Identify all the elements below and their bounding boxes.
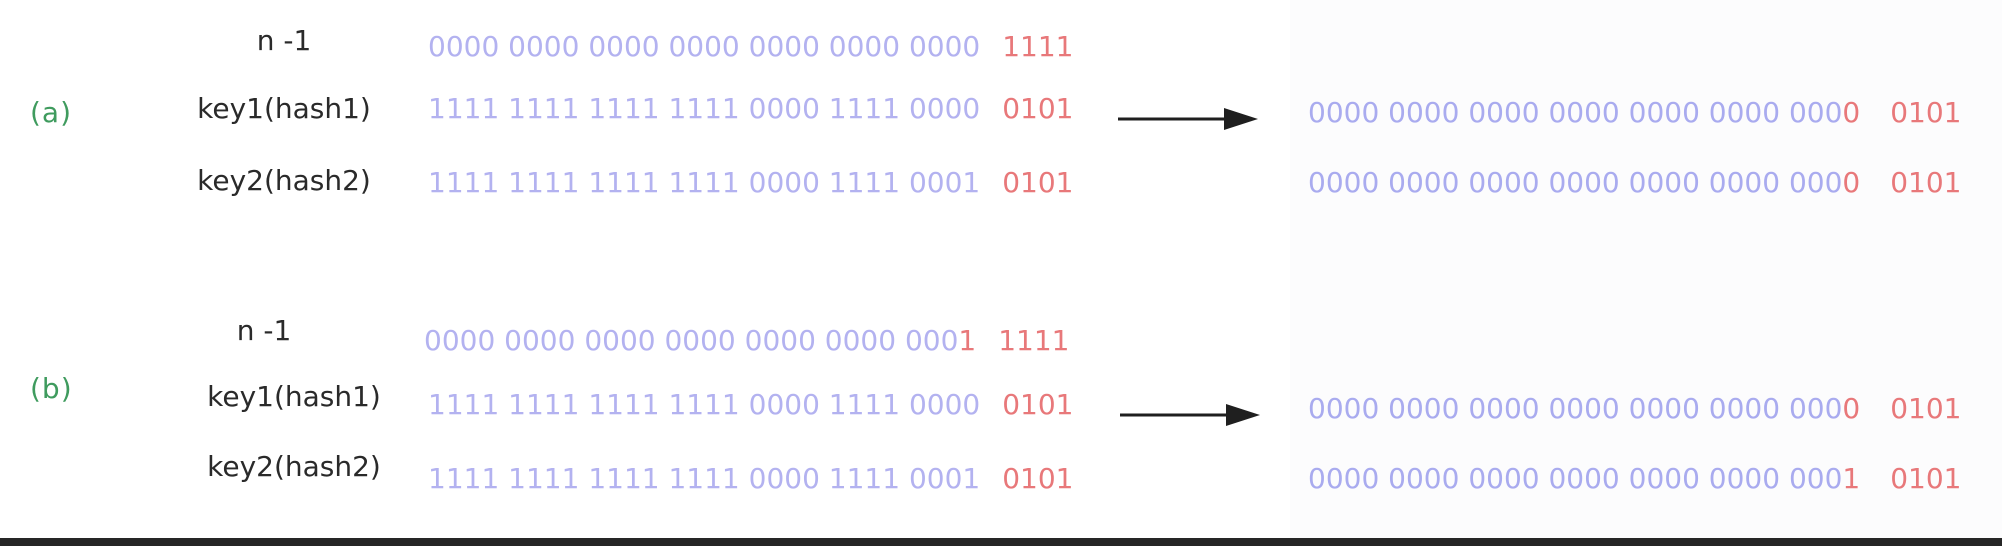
panel-b-label-mask: n -1 — [236, 314, 292, 347]
panel-b-tag: (b) — [30, 372, 73, 405]
key1-high-bits: 1111 1111 1111 1111 0000 1111 0000 — [428, 92, 981, 125]
mask-high-bits: 0000 0000 0000 0000 0000 0000 000 — [424, 324, 959, 357]
panel-a-key1-bits: 1111 1111 1111 1111 0000 1111 0000 0101 — [428, 92, 1073, 125]
result1-flag-bit: 0 — [1842, 392, 1861, 425]
panel-b-result2-bits: 0000 0000 0000 0000 0000 0000 0001 0101 — [1308, 462, 1962, 495]
mask-high-bits: 0000 0000 0000 0000 0000 0000 0000 — [428, 30, 981, 63]
mask-accent-bit: 1 — [958, 324, 977, 357]
key1-high-bits: 1111 1111 1111 1111 0000 1111 0000 — [428, 388, 981, 421]
panel-b-key2-bits: 1111 1111 1111 1111 0000 1111 0001 0101 — [428, 462, 1073, 495]
result-panel-background — [1290, 0, 2002, 538]
panel-a-mask-bits: 0000 0000 0000 0000 0000 0000 0000 1111 — [428, 30, 1073, 63]
panel-a-key2-bits: 1111 1111 1111 1111 0000 1111 0001 0101 — [428, 166, 1073, 199]
panel-a-label-mask: n -1 — [256, 24, 312, 57]
panel-b-arrow-icon — [1120, 404, 1260, 426]
result2-low-bits: 0101 — [1890, 462, 1962, 495]
panel-a-arrow-icon — [1118, 108, 1258, 130]
result1-high-bits: 0000 0000 0000 0000 0000 0000 000 — [1308, 96, 1843, 129]
panel-a-result1-bits: 0000 0000 0000 0000 0000 0000 0000 0101 — [1308, 96, 1962, 129]
panel-a-result2-bits: 0000 0000 0000 0000 0000 0000 0000 0101 — [1308, 166, 1962, 199]
result2-high-bits: 0000 0000 0000 0000 0000 0000 000 — [1308, 166, 1843, 199]
panel-b-label-key1: key1(hash1) — [207, 380, 381, 413]
mask-low-bits: 1111 — [1002, 30, 1074, 63]
result2-high-bits: 0000 0000 0000 0000 0000 0000 000 — [1308, 462, 1843, 495]
bottom-divider — [0, 538, 2002, 546]
panel-a-label-key1: key1(hash1) — [197, 92, 371, 125]
key2-low-bits: 0101 — [1002, 166, 1074, 199]
result2-low-bits: 0101 — [1890, 166, 1962, 199]
panel-a-label-key2: key2(hash2) — [197, 164, 371, 197]
result1-flag-bit: 0 — [1842, 96, 1861, 129]
panel-b-key1-bits: 1111 1111 1111 1111 0000 1111 0000 0101 — [428, 388, 1073, 421]
result1-low-bits: 0101 — [1890, 96, 1962, 129]
key2-low-bits: 0101 — [1002, 462, 1074, 495]
panel-b-label-key2: key2(hash2) — [207, 450, 381, 483]
result1-low-bits: 0101 — [1890, 392, 1962, 425]
key2-high-bits: 1111 1111 1111 1111 0000 1111 0001 — [428, 166, 981, 199]
key1-low-bits: 0101 — [1002, 92, 1074, 125]
panel-b-result1-bits: 0000 0000 0000 0000 0000 0000 0000 0101 — [1308, 392, 1962, 425]
mask-low-bits: 1111 — [998, 324, 1070, 357]
result2-flag-bit: 0 — [1842, 166, 1861, 199]
key2-high-bits: 1111 1111 1111 1111 0000 1111 0001 — [428, 462, 981, 495]
result2-flag-bit: 1 — [1842, 462, 1861, 495]
panel-a-tag: (a) — [30, 96, 73, 129]
key1-low-bits: 0101 — [1002, 388, 1074, 421]
result1-high-bits: 0000 0000 0000 0000 0000 0000 000 — [1308, 392, 1843, 425]
